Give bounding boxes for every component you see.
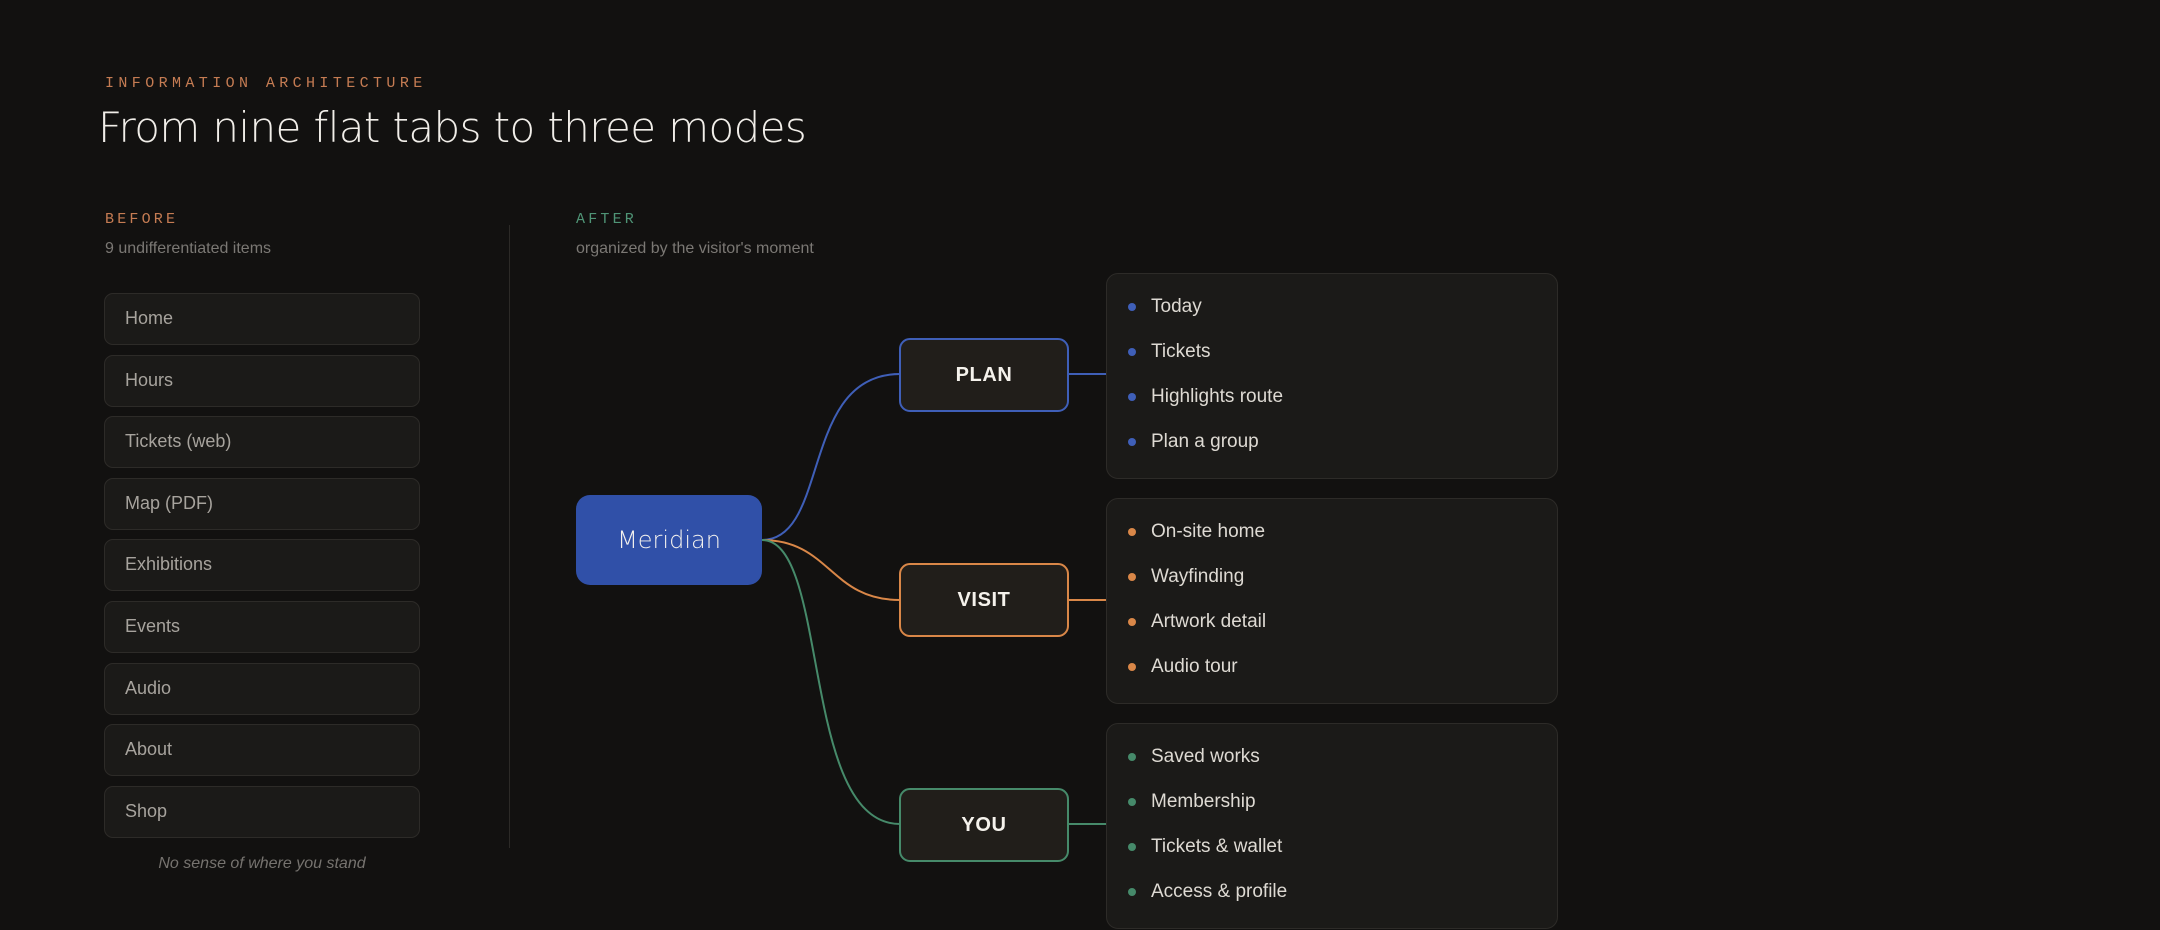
bullet-dot-icon: [1128, 617, 1136, 626]
bullet-dot-icon: [1128, 572, 1136, 581]
bullet-dot-icon: [1128, 392, 1136, 401]
section-divider: [509, 225, 510, 848]
bullet-dot-icon: [1128, 842, 1136, 851]
after-subtitle: organized by the visitor's moment: [576, 240, 814, 257]
mode-node-you: YOU: [899, 788, 1069, 862]
list-item-label: Saved works: [1151, 745, 1260, 767]
bullet-dot-icon: [1128, 797, 1136, 806]
flat-tab-item: Map (PDF): [104, 477, 420, 530]
connector-root-plan: [761, 373, 901, 541]
list-item-label: Tickets: [1151, 340, 1211, 362]
bullet-dot-icon: [1128, 527, 1136, 536]
list-item: Highlights route: [1107, 374, 1557, 419]
list-item: Access & profile: [1107, 869, 1557, 914]
mode-node-visit: VISIT: [899, 563, 1069, 637]
flat-tab-item: Events: [104, 600, 420, 653]
before-caption: No sense of where you stand: [158, 855, 366, 872]
list-item: Membership: [1107, 779, 1557, 824]
list-item: Wayfinding: [1107, 554, 1557, 599]
list-item-label: Tickets & wallet: [1151, 835, 1283, 857]
list-item: Tickets: [1107, 329, 1557, 374]
list-item-label: Plan a group: [1151, 430, 1259, 452]
section-eyebrow: INFORMATION ARCHITECTURE: [105, 75, 427, 92]
before-subtitle: 9 undifferentiated items: [105, 240, 272, 257]
list-item: Audio tour: [1107, 644, 1557, 689]
flat-tab-item: Home: [104, 293, 420, 345]
list-item: Tickets & wallet: [1107, 824, 1557, 869]
connector-root-visit: [761, 539, 901, 601]
bullet-dot-icon: [1128, 437, 1136, 446]
page-title: From nine flat tabs to three modes: [98, 103, 807, 152]
flat-tab-item: Exhibitions: [104, 539, 420, 592]
list-item-label: On-site home: [1151, 520, 1266, 542]
bullet-dot-icon: [1128, 752, 1136, 761]
list-item-label: Access & profile: [1151, 880, 1288, 902]
bullet-dot-icon: [1128, 662, 1136, 671]
group-plan: Today Tickets Highlights route Plan a gr…: [1106, 273, 1558, 479]
flat-tab-item: Tickets (web): [104, 416, 420, 469]
list-item: On-site home: [1107, 509, 1557, 554]
list-item-label: Highlights route: [1151, 385, 1284, 407]
list-item: Artwork detail: [1107, 599, 1557, 644]
flat-tab-item: Audio: [104, 662, 420, 715]
mode-node-plan: PLAN: [899, 338, 1069, 412]
list-item: Plan a group: [1107, 419, 1557, 464]
bullet-dot-icon: [1128, 302, 1136, 311]
after-label: AFTER: [576, 211, 638, 228]
flat-tab-item: About: [104, 724, 420, 777]
before-tab-list: Home Hours Tickets (web) Map (PDF) Exhib…: [104, 293, 420, 847]
connector-root-you: [761, 539, 901, 825]
list-item: Today: [1107, 284, 1557, 329]
flat-tab-item: Hours: [104, 354, 420, 407]
group-you: Saved works Membership Tickets & wallet …: [1106, 723, 1558, 929]
list-item-label: Artwork detail: [1151, 610, 1267, 632]
bullet-dot-icon: [1128, 887, 1136, 896]
before-label: BEFORE: [105, 211, 179, 228]
list-item-label: Today: [1151, 295, 1202, 317]
list-item-label: Membership: [1151, 790, 1256, 812]
group-visit: On-site home Wayfinding Artwork detail A…: [1106, 498, 1558, 704]
root-node: Meridian: [576, 495, 762, 585]
bullet-dot-icon: [1128, 347, 1136, 356]
list-item-label: Audio tour: [1151, 655, 1238, 677]
flat-tab-item: Shop: [104, 785, 420, 838]
list-item: Saved works: [1107, 734, 1557, 779]
list-item-label: Wayfinding: [1151, 565, 1245, 587]
